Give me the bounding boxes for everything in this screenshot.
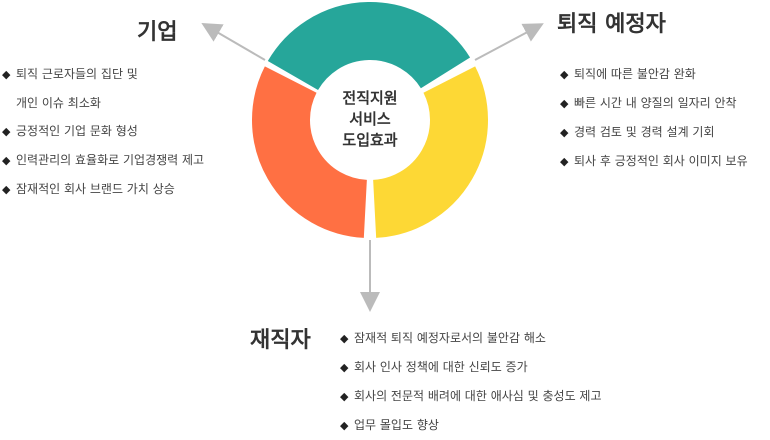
list-item: ◆ 인력관리의 효율화로 기업경쟁력 제고 (2, 146, 204, 175)
list-item: 개인 이슈 최소화 (2, 89, 204, 117)
item-text: 퇴사 후 긍정적인 회사 이미지 보유 (574, 154, 748, 168)
diamond-icon: ◆ (340, 332, 349, 345)
retiree-title: 퇴직 예정자 (557, 12, 666, 37)
list-item: ◆ 경력 검토 및 경력 설계 기회 (560, 118, 748, 147)
item-text: 회사 인사 정책에 대한 신뢰도 증가 (354, 360, 528, 374)
center-line: 전직지원 (342, 89, 398, 107)
diamond-icon: ◆ (560, 155, 569, 168)
list-item: ◆ 잠재적인 회사 브랜드 가치 상승 (2, 175, 204, 204)
donut-diagram (201, 2, 544, 312)
center-line: 도입효과 (342, 131, 398, 149)
segment-retiree (372, 66, 488, 238)
list-item: ◆ 퇴직에 따른 불안감 완화 (560, 60, 748, 89)
diamond-icon: ◆ (2, 125, 11, 138)
retiree-list: ◆ 퇴직에 따른 불안감 완화 ◆ 빠른 시간 내 양질의 일자리 안착 ◆ 경력 검… (560, 60, 748, 176)
segment-company (267, 2, 471, 91)
diamond-icon: ◆ (340, 361, 349, 374)
item-text: 퇴직에 따른 불안감 완화 (574, 67, 696, 81)
item-text: 빠른 시간 내 양질의 일자리 안착 (574, 96, 737, 110)
arrow-to-company (201, 22, 266, 61)
company-title: 기업 (137, 20, 178, 45)
list-item: ◆ 업무 몰입도 향상 (340, 411, 602, 440)
list-item: ◆ 긍정적인 기업 문화 형성 (2, 117, 204, 146)
segment-employee (252, 66, 368, 238)
center-line: 서비스 (349, 110, 391, 128)
item-text: 회사의 전문적 배려에 대한 애사심 및 충성도 제고 (354, 389, 602, 403)
employee-list: ◆ 잠재적 퇴직 예정자로서의 불안감 해소 ◆ 회사 인사 정책에 대한 신뢰도 … (340, 324, 602, 440)
item-text: 잠재적인 회사 브랜드 가치 상승 (16, 182, 175, 196)
list-item: ◆ 회사의 전문적 배려에 대한 애사심 및 충성도 제고 (340, 382, 602, 411)
item-text: 퇴직 근로자들의 집단 및 (16, 67, 138, 81)
arrow-to-retiree (474, 23, 544, 61)
diamond-icon: ◆ (2, 154, 11, 167)
list-item: ◆ 퇴직 근로자들의 집단 및 (2, 60, 204, 89)
list-item: ◆ 잠재적 퇴직 예정자로서의 불안감 해소 (340, 324, 602, 353)
employee-title: 재직자 (250, 328, 311, 353)
list-item: ◆ 회사 인사 정책에 대한 신뢰도 증가 (340, 353, 602, 382)
item-text: 인력관리의 효율화로 기업경쟁력 제고 (16, 153, 205, 167)
diamond-icon: ◆ (560, 97, 569, 110)
diamond-icon: ◆ (560, 68, 569, 81)
item-text: 경력 검토 및 경력 설계 기회 (574, 125, 715, 139)
item-text: 잠재적 퇴직 예정자로서의 불안감 해소 (354, 331, 546, 345)
company-list: ◆퇴직 근로자들의 집단 및 개인 이슈 최소화 ◆긍정적인 기업 문화 형성 … (2, 60, 204, 204)
diamond-icon: ◆ (2, 183, 11, 196)
diamond-icon: ◆ (2, 68, 11, 81)
item-text: 업무 몰입도 향상 (354, 418, 439, 432)
item-text: 개인 이슈 최소화 (16, 96, 101, 110)
list-item: ◆ 빠른 시간 내 양질의 일자리 안착 (560, 89, 748, 118)
center-label: 전직지원 서비스 도입효과 (320, 88, 420, 151)
list-item: ◆ 퇴사 후 긍정적인 회사 이미지 보유 (560, 147, 748, 176)
diamond-icon: ◆ (560, 126, 569, 139)
item-text: 긍정적인 기업 문화 형성 (16, 124, 138, 138)
diamond-icon: ◆ (340, 419, 349, 432)
diamond-icon: ◆ (340, 390, 349, 403)
